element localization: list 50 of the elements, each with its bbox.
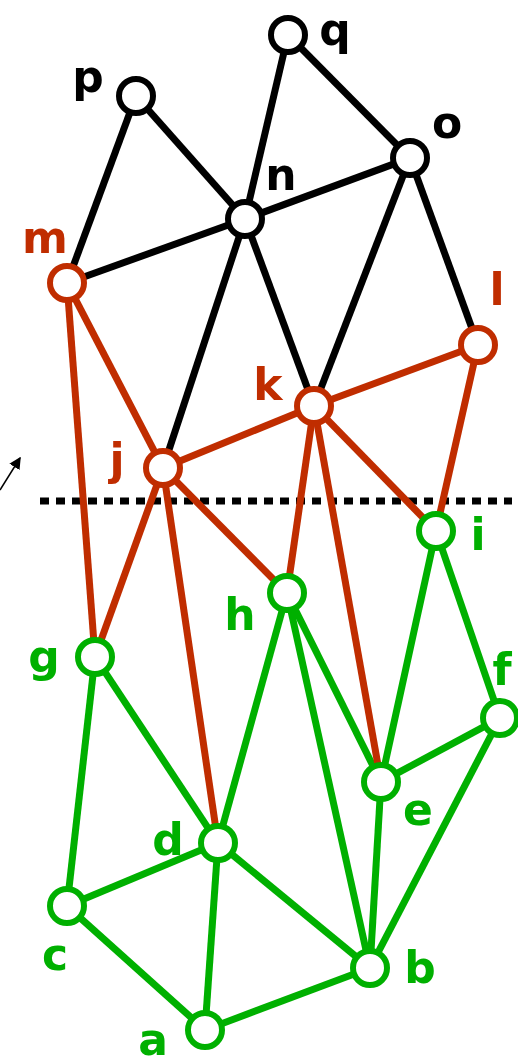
node-label: e — [403, 788, 433, 832]
graph-edge — [77, 914, 195, 1022]
node-label: j — [109, 438, 125, 482]
graph-edge — [165, 234, 243, 453]
graph-edge — [65, 673, 97, 890]
graph-node — [116, 76, 156, 116]
graph-node — [267, 573, 307, 613]
graph-node — [458, 325, 498, 365]
graph-node — [143, 448, 183, 488]
graph-edge — [64, 299, 98, 641]
graph-edge — [219, 608, 286, 828]
graph-node — [268, 15, 308, 55]
node-label: k — [253, 363, 283, 407]
graph-node — [225, 199, 265, 239]
node-label: c — [41, 933, 69, 977]
graph-node — [47, 263, 87, 303]
graph-edge — [202, 859, 221, 1014]
node-label: p — [72, 55, 104, 99]
graph-node — [198, 823, 238, 863]
graph-node — [361, 762, 401, 802]
graph-edge — [162, 484, 219, 827]
graph-node — [294, 386, 334, 426]
graph-edge — [172, 477, 278, 584]
node-label: b — [404, 946, 436, 990]
node-label: a — [138, 1018, 168, 1059]
graph-edge — [323, 415, 427, 522]
graph-edge — [313, 422, 382, 766]
graph-edge — [297, 44, 401, 149]
node-label: n — [265, 153, 297, 197]
graph-edge — [144, 106, 237, 209]
graph-node — [350, 948, 390, 988]
node-label: o — [431, 101, 463, 145]
node-label: i — [470, 513, 486, 557]
graph-node — [480, 698, 518, 738]
graph-edge — [285, 422, 316, 577]
graph-node — [390, 138, 430, 178]
graph-node — [185, 1010, 225, 1050]
graph-node — [47, 886, 87, 926]
node-label: f — [492, 648, 512, 692]
graph-edge — [367, 798, 384, 952]
graph-node — [416, 511, 456, 551]
node-label: q — [319, 8, 351, 52]
graph-node — [75, 637, 115, 677]
node-label: d — [152, 818, 184, 862]
node-label: g — [28, 635, 60, 679]
node-label: l — [489, 268, 505, 312]
graph-edge — [101, 669, 212, 831]
node-label: h — [224, 593, 256, 637]
node-label: m — [22, 216, 68, 260]
graph-edge — [394, 722, 487, 778]
